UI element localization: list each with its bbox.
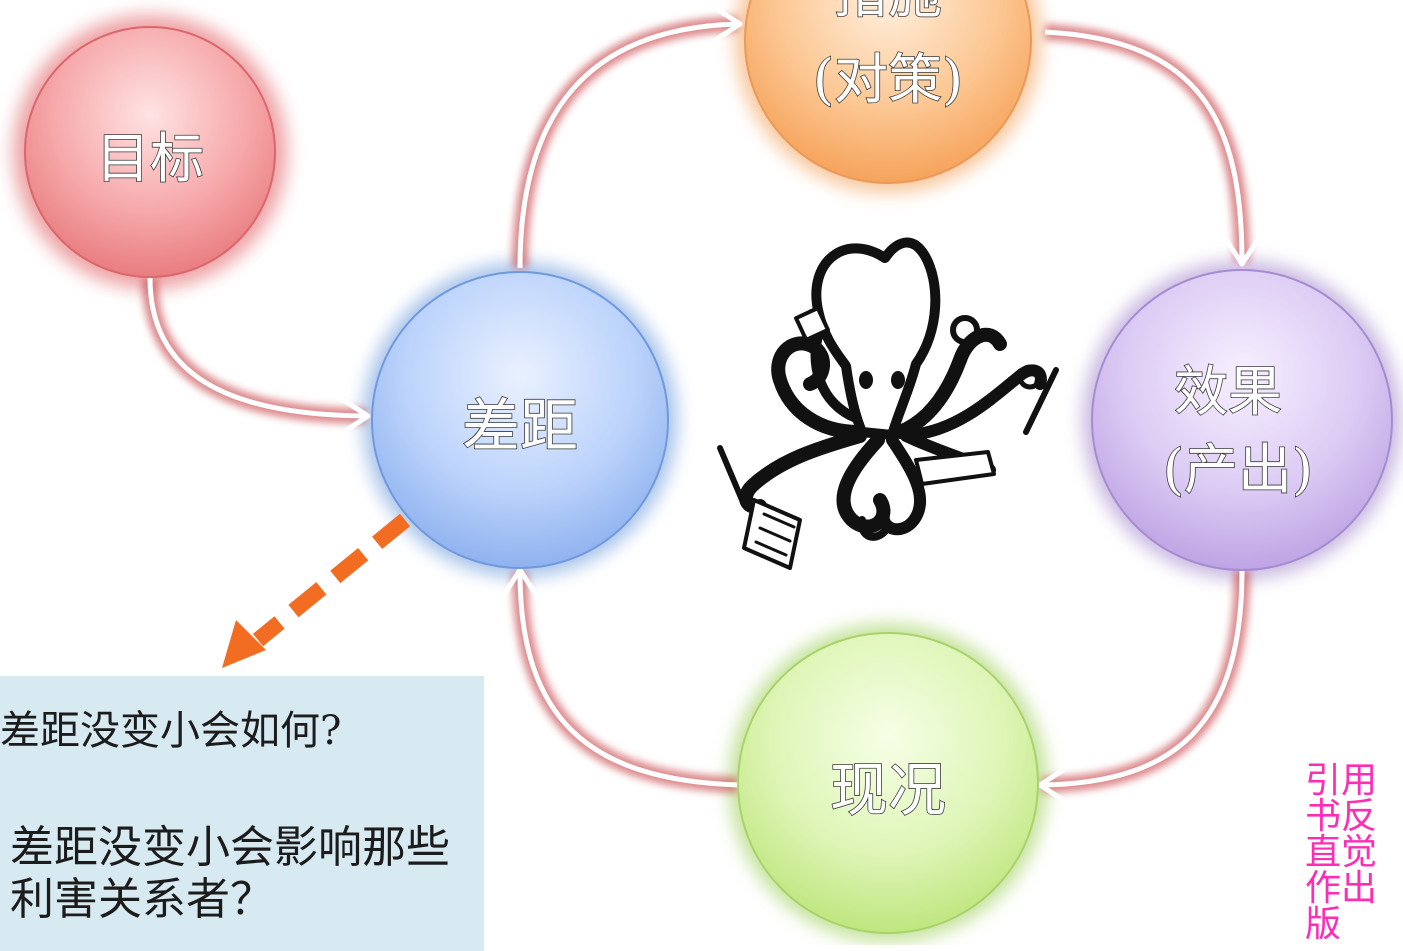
effect-node-sublabel: (产出) — [1163, 438, 1313, 501]
connector-measures-to-effect — [1044, 24, 1267, 267]
gap-node-label: 差距 — [462, 392, 578, 460]
status-node: 现况 — [737, 632, 1039, 934]
measures-node: 措施 (对策) — [744, 0, 1032, 184]
connector-goal-to-gap — [142, 277, 371, 441]
question-box: 差距没变小会如何? 差距没变小会影响那些利害关系者？ — [0, 676, 484, 951]
effect-node-label: 效果 — [1174, 360, 1282, 423]
connector-effect-to-status — [1037, 569, 1250, 810]
octopus-illustration — [717, 237, 1059, 570]
connector-status-to-gap — [495, 567, 739, 793]
question-gap-not-reduced: 差距没变小会如何? — [0, 708, 342, 754]
status-node-label: 现况 — [830, 756, 946, 824]
citation-note: 引用书反直觉作出版 — [1305, 763, 1378, 945]
callout-arrow — [222, 513, 411, 668]
measures-node-label: 措施 — [834, 0, 942, 25]
goal-node-label: 目标 — [96, 127, 204, 190]
effect-node: 效果 (产出) — [1091, 269, 1393, 571]
question-stakeholders-affected: 差距没变小会影响那些利害关系者？ — [10, 822, 450, 925]
measures-node-sublabel: (对策) — [813, 48, 963, 111]
goal-node: 目标 — [24, 26, 276, 278]
connector-gap-to-measures — [512, 0, 743, 269]
gap-node: 差距 — [371, 271, 669, 569]
